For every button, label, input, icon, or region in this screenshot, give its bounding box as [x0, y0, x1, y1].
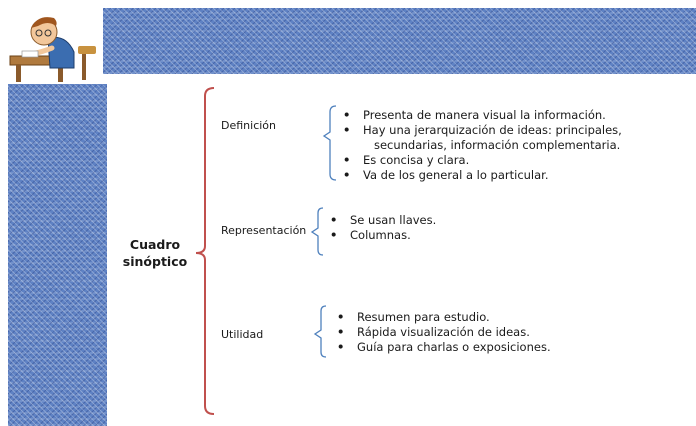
list-item: Es concisa y clara. — [343, 153, 622, 168]
decorative-top-band — [103, 8, 696, 74]
representacion-brace — [310, 207, 324, 256]
list-item: Se usan llaves. — [330, 213, 436, 228]
list-item: Rápida visualización de ideas. — [337, 325, 551, 340]
utilidad-brace — [313, 305, 327, 358]
list-item: Presenta de manera visual la información… — [343, 108, 622, 123]
list-item: Resumen para estudio. — [337, 310, 551, 325]
branch-label-definicion: Definición — [221, 119, 276, 132]
list-item: Guía para charlas o exposiciones. — [337, 340, 551, 355]
root-label: Cuadro sinóptico — [122, 237, 188, 269]
cartoon-student-icon — [8, 8, 103, 84]
main-brace — [195, 87, 215, 415]
representacion-list: Se usan llaves. Columnas. — [330, 213, 436, 243]
list-item: Columnas. — [330, 228, 436, 243]
branch-label-representacion: Representación — [221, 224, 307, 237]
decorative-left-band — [8, 84, 107, 426]
list-item: Hay una jerarquización de ideas: princip… — [343, 123, 622, 153]
branch-label-utilidad: Utilidad — [221, 328, 264, 341]
list-item: Va de los general a lo particular. — [343, 168, 622, 183]
definicion-list: Presenta de manera visual la información… — [343, 108, 622, 183]
definicion-brace — [322, 105, 337, 181]
utilidad-list: Resumen para estudio. Rápida visualizaci… — [337, 310, 551, 355]
